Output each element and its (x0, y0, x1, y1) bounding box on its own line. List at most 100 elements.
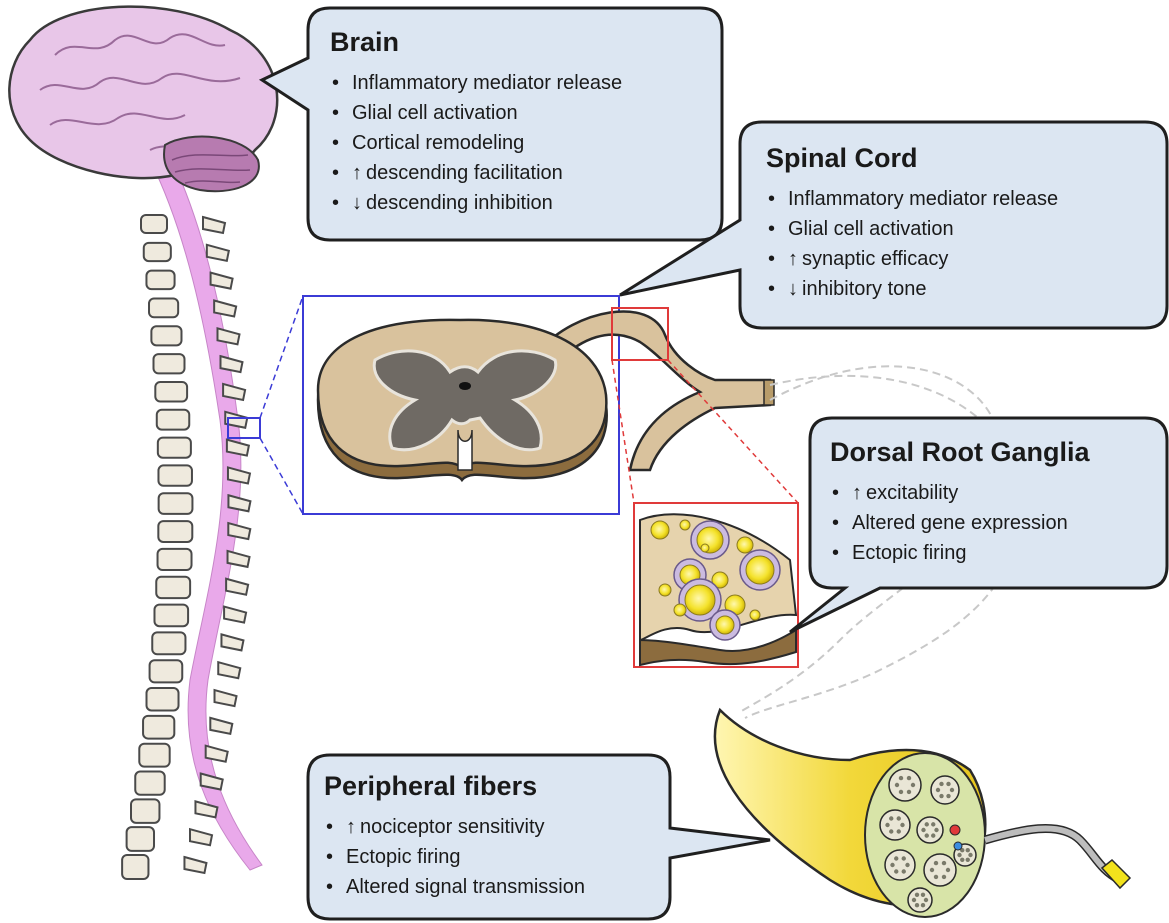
axon-dot (960, 858, 964, 862)
callout-item-text: descending facilitation (366, 162, 563, 184)
nerve-fascicle (931, 776, 959, 804)
vertebra-body (158, 465, 191, 485)
vertebra-process (214, 300, 236, 316)
callout-item: ↑excitability (830, 478, 1165, 508)
callout-item-text: Ectopic firing (852, 542, 967, 564)
axon-dot (894, 869, 898, 873)
peripheral-callout: Peripheral fibers ↑nociceptor sensitivit… (324, 770, 664, 902)
drg-callout-title: Dorsal Root Ganglia (830, 436, 1165, 468)
vertebra-body (127, 827, 154, 851)
callout-item-text: excitability (866, 482, 958, 504)
axon-dot (921, 893, 925, 897)
axon-dot (934, 828, 938, 832)
vertebra-body (158, 549, 192, 570)
arrow-up-icon: ↑ (346, 816, 356, 838)
vertebra-process (206, 746, 228, 762)
vertebra-process (203, 217, 225, 233)
axon-dot (902, 869, 906, 873)
axon-dot (925, 833, 929, 837)
axon-dot (950, 788, 954, 792)
vertebra-process (228, 523, 250, 539)
nerve-fiber-icon (715, 710, 1130, 917)
axon-dot (921, 903, 925, 907)
drg-cell (685, 585, 715, 615)
drg-cell (701, 544, 709, 552)
vertebra-process (207, 245, 229, 261)
vertebra-process (210, 718, 232, 734)
nerve-fascicle (880, 810, 910, 840)
callout-item: Glial cell activation (766, 214, 1161, 244)
peripheral-callout-list: ↑nociceptor sensitivityEctopic firingAlt… (324, 812, 664, 902)
vertebra-process (220, 356, 242, 372)
nerve-fascicle (924, 854, 956, 886)
arrow-up-icon: ↑ (852, 482, 862, 504)
axon-dot (966, 858, 970, 862)
axon-dot (915, 903, 919, 907)
axon-dot (946, 868, 950, 872)
drg-cell (746, 556, 774, 584)
callout-item-text: synaptic efficacy (802, 248, 948, 270)
drg-cell (659, 584, 671, 596)
drg-cell (674, 604, 686, 616)
nerve-fascicle (885, 850, 915, 880)
brain-icon (9, 7, 277, 192)
axon-dot (925, 822, 929, 826)
axon-dot (939, 794, 943, 798)
vertebra-body (158, 521, 192, 542)
axon-dot (934, 875, 938, 879)
vertebra-body (122, 855, 148, 879)
vertebra-process (226, 579, 248, 595)
vertebra-process (228, 495, 250, 511)
callout-item: ↑descending facilitation (330, 158, 710, 188)
axon-dot (957, 853, 961, 857)
axon-dot (968, 853, 972, 857)
brain-callout-list: Inflammatory mediator releaseGlial cell … (330, 68, 710, 218)
vertebra-body (150, 660, 183, 682)
vertebra-process (223, 384, 245, 400)
nerve-fascicle (889, 769, 921, 801)
axon-dot (931, 833, 935, 837)
nerve-fascicle (917, 817, 943, 843)
axon-dot (885, 823, 889, 827)
axon-dot (902, 856, 906, 860)
vertebra-process (201, 774, 223, 790)
axon-dot (899, 790, 903, 794)
axon-dot (897, 816, 901, 820)
callout-item: Altered gene expression (830, 508, 1165, 538)
callout-item: Ectopic firing (324, 842, 664, 872)
callout-item-text: Ectopic firing (346, 846, 461, 868)
axon-dot (895, 783, 899, 787)
axon-dot (912, 898, 916, 902)
drg-callout-list: ↑excitabilityAltered gene expressionEcto… (830, 478, 1165, 568)
vertebra-body (143, 716, 174, 739)
vertebra-body (151, 326, 181, 345)
callout-item-text: nociceptor sensitivity (360, 816, 545, 838)
callout-item: ↓inhibitory tone (766, 274, 1161, 304)
vertebra-process (224, 607, 246, 623)
axon-dot (889, 816, 893, 820)
vertebra-process (218, 662, 240, 678)
spinal-cord-callout-list: Inflammatory mediator releaseGlial cell … (766, 184, 1161, 304)
drg-cell (651, 521, 669, 539)
peripheral-callout-title: Peripheral fibers (324, 770, 664, 802)
callout-item-text: Cortical remodeling (352, 132, 524, 154)
arrow-down-icon: ↓ (352, 192, 362, 214)
vertebra-body (135, 772, 164, 795)
drg-callout: Dorsal Root Ganglia ↑excitabilityAltered… (830, 436, 1165, 568)
axon-dot (897, 829, 901, 833)
axon-dot (936, 788, 940, 792)
axon-dot (921, 828, 925, 832)
drg-cell (750, 610, 760, 620)
vertebra-body (155, 382, 187, 402)
nerve-fascicle (908, 888, 932, 912)
vertebra-body (141, 215, 167, 233)
vertebra-body (154, 605, 188, 627)
axon-dot (907, 790, 911, 794)
axon-dot (966, 848, 970, 852)
callout-item-text: Altered gene expression (852, 512, 1068, 534)
callout-item: ↑nociceptor sensitivity (324, 812, 664, 842)
vertebra-body (156, 577, 190, 598)
vertebra-body (154, 354, 185, 373)
vertebra-body (159, 493, 193, 514)
axon-dot (899, 776, 903, 780)
